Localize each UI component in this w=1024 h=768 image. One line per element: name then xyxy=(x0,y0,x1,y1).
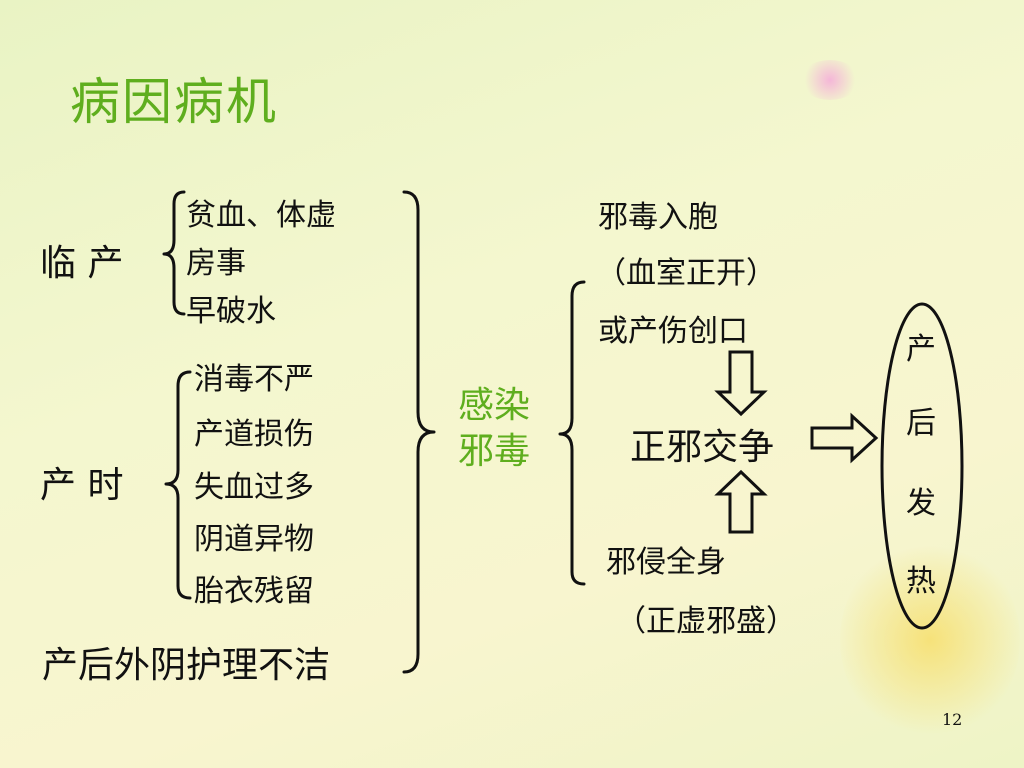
upper-route-line3: 或产伤创口 xyxy=(598,314,748,349)
linchan-item: 早破水 xyxy=(186,294,276,329)
linchan-label: 临 产 xyxy=(40,243,124,284)
result-char: 发 xyxy=(906,486,936,521)
center-conflict-label: 正邪交争 xyxy=(630,427,775,468)
page-number: 12 xyxy=(942,710,963,729)
upper-route-line2: （血室正开） xyxy=(596,256,776,291)
chanshi-item: 失血过多 xyxy=(194,470,314,505)
routes-left-brace xyxy=(558,280,586,586)
linchan-item: 贫血、体虚 xyxy=(186,198,336,233)
infection-label-line2: 邪毒 xyxy=(458,431,531,472)
lower-route-line2: （正虚邪盛） xyxy=(616,604,796,639)
postpartum-care-item: 产后外阴护理不洁 xyxy=(42,645,331,686)
down-arrow xyxy=(714,350,768,417)
result-char: 热 xyxy=(906,564,936,599)
up-arrow xyxy=(714,469,768,534)
linchan-left-brace xyxy=(162,190,186,316)
right-arrow xyxy=(810,412,879,464)
upper-route-line1: 邪毒入胞 xyxy=(598,200,718,235)
chanshi-label: 产 时 xyxy=(40,465,124,506)
result-char: 产 xyxy=(906,332,936,367)
chanshi-item: 产道损伤 xyxy=(194,417,314,452)
grouping-right-brace xyxy=(402,190,436,674)
linchan-item: 房事 xyxy=(186,246,246,281)
background-butterfly-decoration xyxy=(800,60,860,100)
result-ellipse xyxy=(880,302,964,630)
result-char: 后 xyxy=(906,406,936,441)
page-title: 病因病机 xyxy=(70,73,278,131)
background-flower-decoration xyxy=(840,540,1020,740)
infection-label-line1: 感染 xyxy=(458,385,531,426)
chanshi-item: 消毒不严 xyxy=(194,362,314,397)
chanshi-left-brace xyxy=(164,370,192,600)
lower-route-line1: 邪侵全身 xyxy=(606,545,726,580)
chanshi-item: 胎衣残留 xyxy=(194,574,314,609)
chanshi-item: 阴道异物 xyxy=(194,522,314,557)
